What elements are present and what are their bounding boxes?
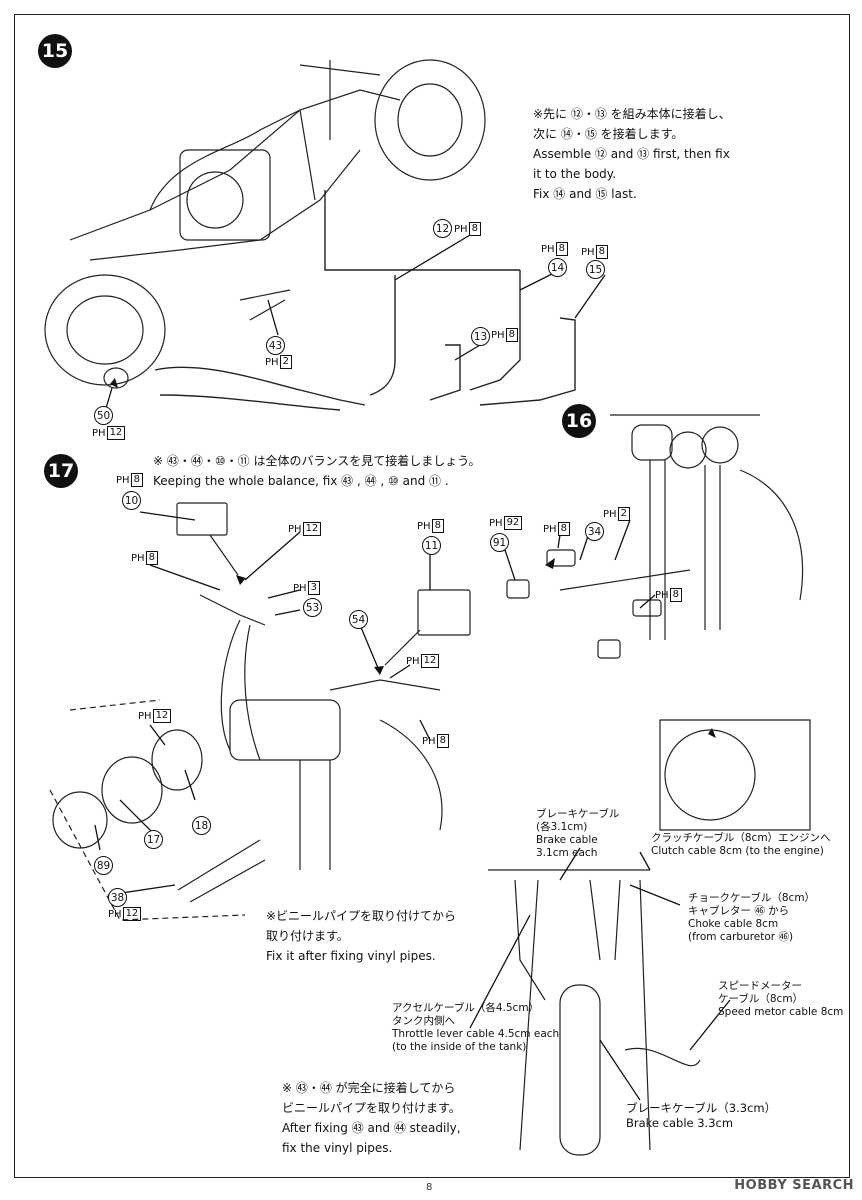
arrowheads	[110, 378, 716, 738]
part-10-callout: 10	[122, 491, 141, 510]
part-13-callout: 13	[471, 327, 490, 346]
motorcycle-body-drawing	[44, 59, 486, 386]
part-17-callout: 17	[144, 830, 163, 849]
part-14-callout: 14	[548, 258, 567, 277]
watermark: HOBBY SEARCH	[734, 1178, 854, 1193]
step-17-marker: 17	[44, 454, 78, 488]
brake-cable-bottom-label: ブレーキケーブル（3.3cm）Brake cable 3.3cm	[626, 1101, 777, 1130]
part-12-callout: 12	[433, 219, 452, 238]
leader-lines	[94, 234, 731, 1101]
exhaust-pipes-drawing	[154, 190, 576, 411]
choke-cable-label: チョークケーブル（8cm）キャブレター ㊻ から Choke cable 8cm…	[688, 892, 816, 943]
part-15-callout: 15	[586, 260, 605, 279]
step-15-marker: 15	[38, 34, 72, 68]
part-91-callout: 91	[490, 533, 509, 552]
step-15-note: ※先に ⑫・⑬ を組み本体に接着し、次に ⑭・⑮ を接着します。Assemble…	[533, 107, 731, 201]
part-50-callout: 50	[94, 406, 113, 425]
front-fork-meter-drawing	[506, 414, 804, 659]
vinyl-pipe-note: ※ビニールパイプを取り付けてから取り付けます。Fix it after fixi…	[266, 909, 457, 963]
cable-routing-drawing	[488, 719, 811, 1156]
throttle-cable-label: アクセルケーブル（各4.5cm）タンク内側へ Throttle lever ca…	[392, 1002, 560, 1053]
page-number: 8	[426, 1182, 433, 1193]
page-frame	[14, 14, 850, 1178]
part-38-callout: 38	[108, 888, 127, 907]
steady-fix-note: ※ ㊸・㊹ が完全に接着してからビニールパイプを取り付けます。 After fi…	[282, 1081, 461, 1155]
part-43-callout: 43	[266, 336, 285, 355]
part-18-callout: 18	[192, 816, 211, 835]
speed-meter-cable-label: スピードメーターケーブル（8cm）Speed metor cable 8cm	[718, 980, 844, 1018]
part-11-callout: 11	[422, 536, 441, 555]
step-16-marker: 16	[562, 404, 596, 438]
handlebar-headlight-drawing	[49, 502, 471, 921]
part-53-callout: 53	[303, 598, 322, 617]
step-17-balance-note: ※ ㊸・㊹・⑩・⑪ は全体のバランスを見て接着しましょう。Keeping the…	[153, 454, 481, 488]
muffler-cap-drawing	[103, 367, 129, 389]
part-34-callout: 34	[585, 522, 604, 541]
part-54-callout: 54	[349, 610, 368, 629]
part-89-callout: 89	[94, 856, 113, 875]
